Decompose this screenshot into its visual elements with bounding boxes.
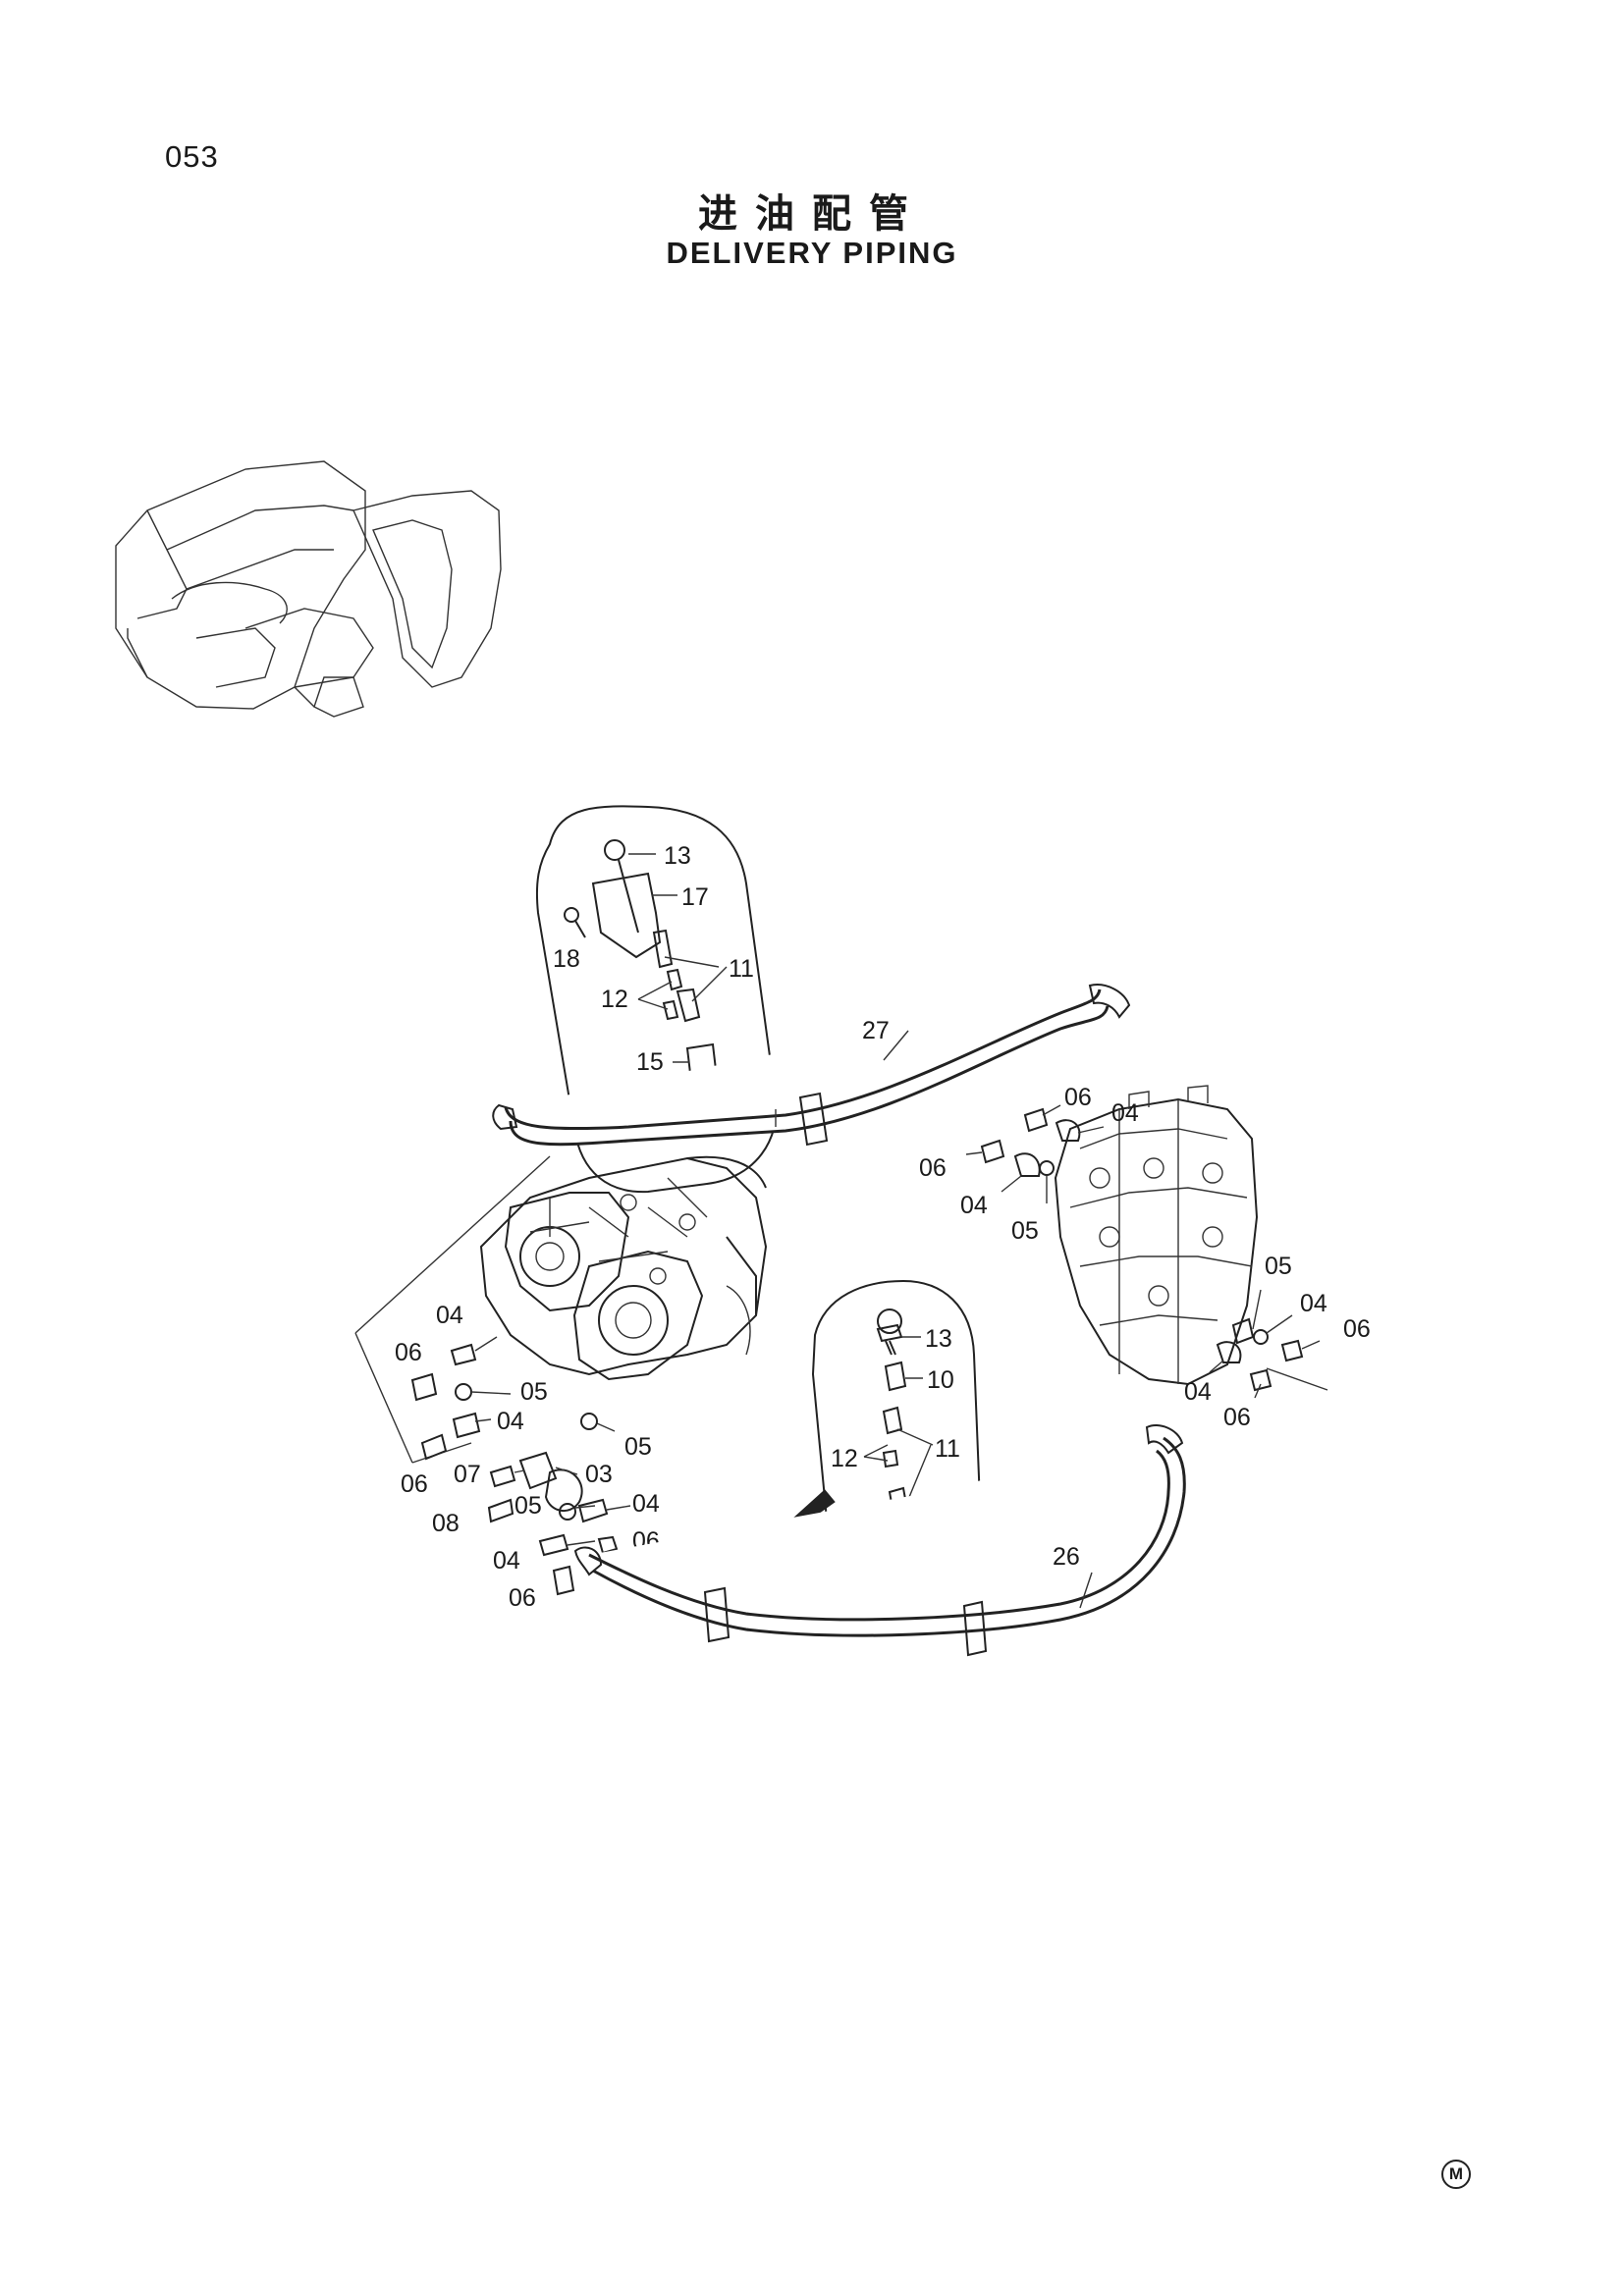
label-detail-top-12: 12 <box>601 986 628 1013</box>
label-pump-04-e: 04 <box>632 1490 660 1518</box>
label-pump-04-b: 04 <box>497 1408 524 1435</box>
label-valve-05-d: 05 <box>1265 1253 1292 1280</box>
label-detail-mid-10: 10 <box>927 1366 954 1394</box>
label-pump-08: 08 <box>432 1510 460 1537</box>
clamp-upper <box>652 929 674 969</box>
label-pump-05-c: 05 <box>624 1433 652 1461</box>
label-valve-06-b: 06 <box>919 1154 947 1182</box>
pipe-clamp-right <box>962 1600 988 1657</box>
label-pump-04-a: 04 <box>436 1302 463 1329</box>
label-pipe-27: 27 <box>862 1017 890 1044</box>
pipe-26 <box>573 1424 1186 1657</box>
label-pump-05-a: 05 <box>520 1378 548 1406</box>
title-chinese: 进油配管 <box>698 191 926 237</box>
label-valve-04-a: 04 <box>1111 1099 1139 1127</box>
label-pump-06-a: 06 <box>395 1339 422 1366</box>
label-detail-mid-13: 13 <box>925 1325 952 1353</box>
machine-overview-illustration <box>115 460 502 718</box>
label-pump-03: 03 <box>585 1461 613 1488</box>
label-valve-04-d: 04 <box>1184 1378 1212 1406</box>
bolt-head <box>604 839 625 861</box>
title-english: DELIVERY PIPING <box>666 236 958 270</box>
control-valve-illustration <box>1054 1085 1259 1386</box>
pipe-clamp-left <box>703 1586 731 1643</box>
valve-bracket-line <box>1266 1367 1328 1391</box>
label-pump-07: 07 <box>454 1461 481 1488</box>
pipe-27 <box>492 984 1131 1147</box>
label-valve-04-b: 04 <box>960 1192 988 1219</box>
label-pump-06-b: 06 <box>401 1470 428 1498</box>
label-detail-top-15: 15 <box>636 1048 664 1076</box>
label-pump-04-f: 04 <box>493 1547 520 1575</box>
page-number: 053 <box>165 139 219 174</box>
pump-fittings <box>410 1336 631 1596</box>
label-valve-06-a: 06 <box>1064 1084 1092 1111</box>
label-pump-06-g: 06 <box>509 1584 536 1612</box>
label-detail-mid-12: 12 <box>831 1445 858 1472</box>
clamp-lower <box>676 988 701 1023</box>
label-valve-06-e: 06 <box>1343 1315 1371 1343</box>
pipe-clamp <box>798 1092 829 1147</box>
label-detail-top-11: 11 <box>729 955 754 983</box>
label-pipe-26: 26 <box>1053 1543 1080 1571</box>
label-detail-top-17: 17 <box>681 883 709 911</box>
bracket-plate <box>591 872 662 959</box>
label-valve-05-c: 05 <box>1011 1217 1039 1245</box>
label-detail-mid-11: 11 <box>935 1435 960 1463</box>
pump-bracket-line <box>354 1155 551 1464</box>
label-valve-06-d: 06 <box>1223 1404 1251 1431</box>
label-valve-04-e: 04 <box>1300 1290 1327 1317</box>
label-detail-top-18: 18 <box>553 945 580 973</box>
corner-mark-badge: M <box>1441 2160 1471 2189</box>
valve-fittings <box>965 1104 1321 1399</box>
label-pump-05-e: 05 <box>514 1492 542 1520</box>
label-detail-top-13: 13 <box>664 842 691 870</box>
hydraulic-pump-illustration <box>479 1155 768 1381</box>
